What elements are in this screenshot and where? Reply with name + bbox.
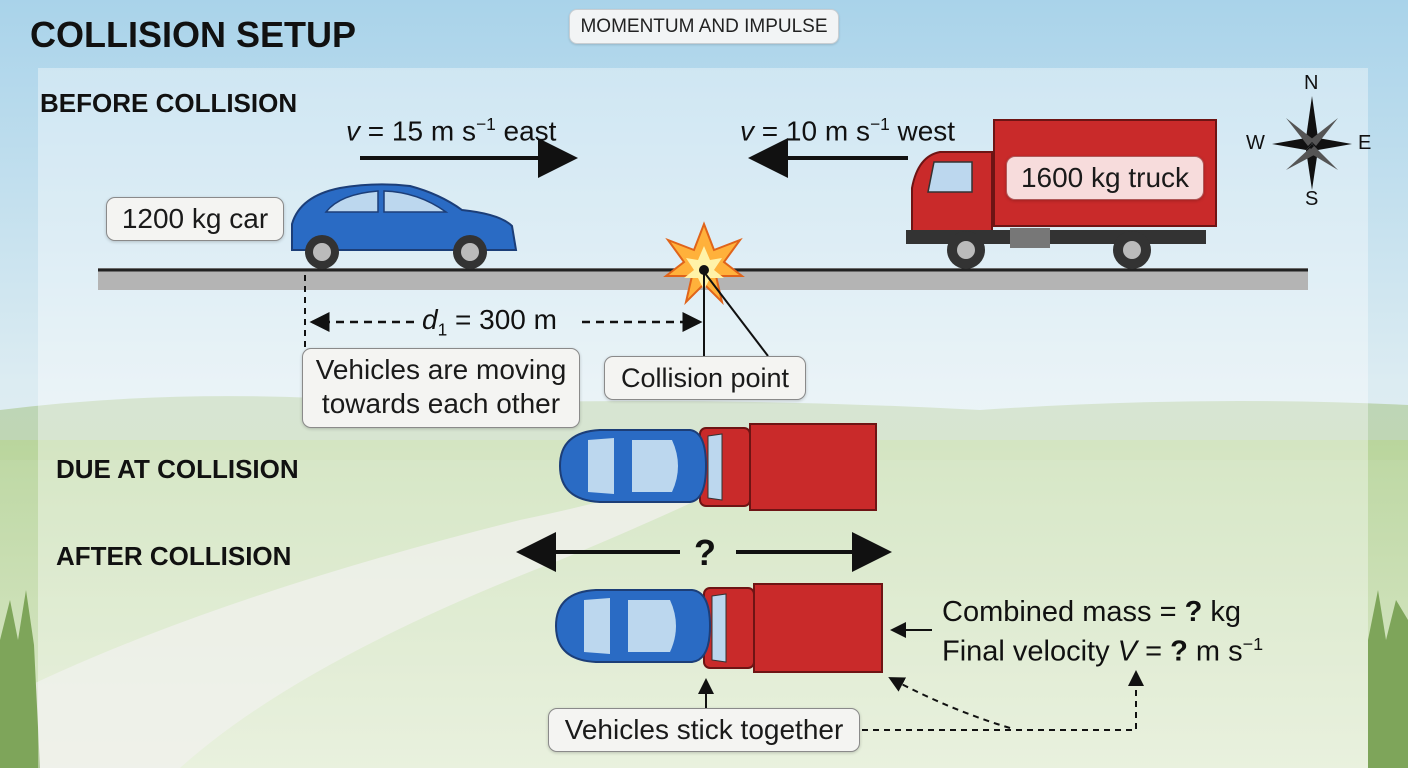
compass-s: S [1305,188,1319,210]
car-mass-label: 1200 kg car [106,197,284,241]
moving-towards-line-1: Vehicles are moving [315,354,567,385]
collision-point-label: Collision point [604,356,806,400]
compass-n: N [1304,72,1319,94]
page-title: COLLISION SETUP [30,14,357,55]
compass-w: W [1246,132,1265,154]
combined-vehicles-during [558,423,877,511]
truck-mass-label: 1600 kg truck [1006,156,1204,200]
combined-mass-text: Combined mass = ? kg [942,596,1241,628]
compass-rose-icon [1272,96,1352,190]
section-after: AFTER COLLISION [56,541,292,571]
moving-towards-line-2: towards each other [321,388,561,419]
distance-label: d1 = 300 m [422,304,557,340]
stick-together-label: Vehicles stick together [548,708,860,752]
car-side-view [291,183,518,269]
unknown-direction-mark: ? [694,532,716,573]
car-velocity-label: v = 15 m s−1 east [346,114,557,147]
truck-velocity-label: v = 10 m s−1 west [740,114,956,147]
topic-tag: MOMENTUM AND IMPULSE [569,9,839,44]
combined-vehicles-after [554,583,883,673]
section-before: BEFORE COLLISION [40,88,298,118]
final-velocity-text: Final velocity V = ? m s−1 [942,634,1264,668]
section-during: DUE AT COLLISION [56,454,299,484]
moving-towards-note: Vehicles are moving towards each other [302,348,580,428]
compass-e: E [1358,132,1372,154]
